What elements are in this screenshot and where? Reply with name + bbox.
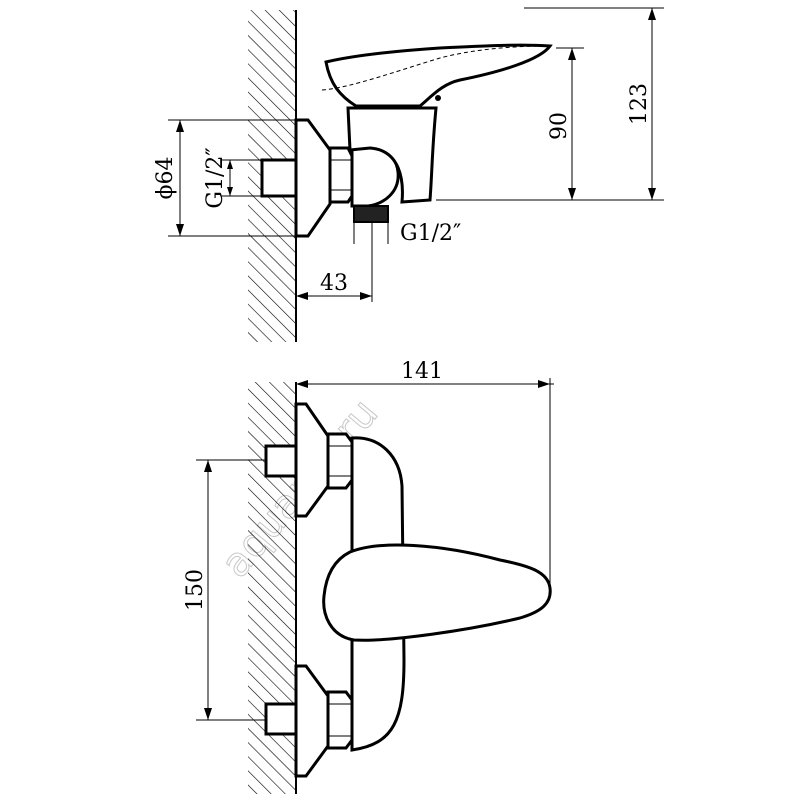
front-lever-handle [322, 543, 552, 642]
side-view: 123 90 ϕ64 G1/2″ [153, 7, 664, 342]
dim-90-label: 90 [547, 112, 572, 140]
dim-90: 90 [436, 47, 664, 201]
dim-141: 141 [296, 359, 554, 594]
front-lower-escutcheon [294, 664, 330, 778]
side-outlet-nozzle [353, 205, 389, 223]
dim-141-label: 141 [401, 359, 443, 384]
side-inlet-pipe [260, 158, 298, 198]
dim-outlet-thread: G1/2″ [353, 221, 461, 246]
front-view: 141 150 [183, 359, 554, 794]
dim-123-label: 123 [627, 83, 652, 125]
dim-outlet-thread-label: G1/2″ [400, 221, 461, 246]
side-mixer-body [346, 106, 438, 204]
front-upper-inlet [264, 444, 298, 478]
dim-43: 43 [296, 222, 373, 302]
front-lower-inlet [264, 702, 298, 736]
dim-150-label: 150 [183, 569, 208, 611]
dim-43-label: 43 [320, 271, 348, 296]
side-hex-nut [328, 146, 354, 204]
dim-inlet-thread-label: G1/2″ [203, 147, 228, 208]
dim-phi64-label: ϕ64 [153, 157, 178, 200]
side-escutcheon [294, 118, 332, 238]
dim-123: 123 [524, 7, 664, 200]
front-upper-escutcheon [294, 402, 330, 518]
dim-inlet-thread: G1/2″ [203, 147, 262, 209]
front-upper-hex-nut [326, 432, 354, 490]
dim-phi64: ϕ64 [153, 119, 296, 237]
front-lower-hex-nut [326, 690, 354, 750]
dim-150: 150 [183, 459, 266, 721]
side-lever-handle [324, 43, 553, 108]
